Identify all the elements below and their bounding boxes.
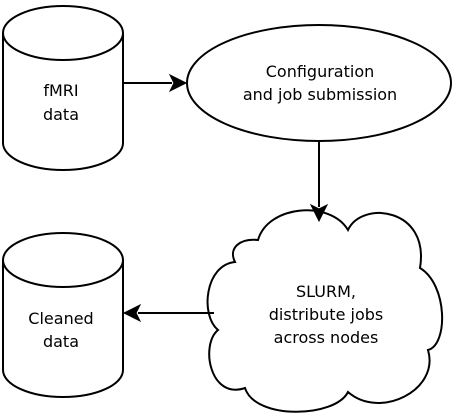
cleaned-label-line2: data bbox=[43, 332, 79, 351]
configuration-label-line2: and job submission bbox=[243, 85, 397, 104]
configuration-node[interactable]: Configuration and job submission bbox=[186, 24, 452, 142]
configuration-label-line1: Configuration bbox=[266, 62, 375, 81]
slurm-label-line3: across nodes bbox=[274, 328, 379, 347]
cleaned-data-node[interactable]: Cleaned data bbox=[2, 232, 124, 398]
slurm-label-line2: distribute jobs bbox=[269, 305, 383, 324]
cleaned-label-line1: Cleaned bbox=[28, 309, 93, 328]
slurm-label-line1: SLURM, bbox=[296, 282, 356, 301]
configuration-ellipse bbox=[186, 24, 452, 142]
fmri-label-line1: fMRI bbox=[43, 81, 78, 100]
slurm-cloud bbox=[206, 209, 444, 413]
fmri-cylinder-body bbox=[2, 33, 124, 171]
slurm-node[interactable]: SLURM, distribute jobs across nodes bbox=[206, 209, 444, 413]
fmri-cylinder-top bbox=[2, 5, 124, 61]
fmri-data-node[interactable]: fMRI data bbox=[2, 5, 124, 171]
arrow-configuration-to-slurm bbox=[309, 141, 329, 223]
arrow-fmri-to-configuration bbox=[124, 73, 188, 93]
arrow-slurm-to-cleaned bbox=[122, 303, 214, 323]
cleaned-cylinder-top bbox=[2, 232, 124, 288]
cleaned-cylinder-body bbox=[2, 260, 124, 398]
fmri-label-line2: data bbox=[43, 105, 79, 124]
